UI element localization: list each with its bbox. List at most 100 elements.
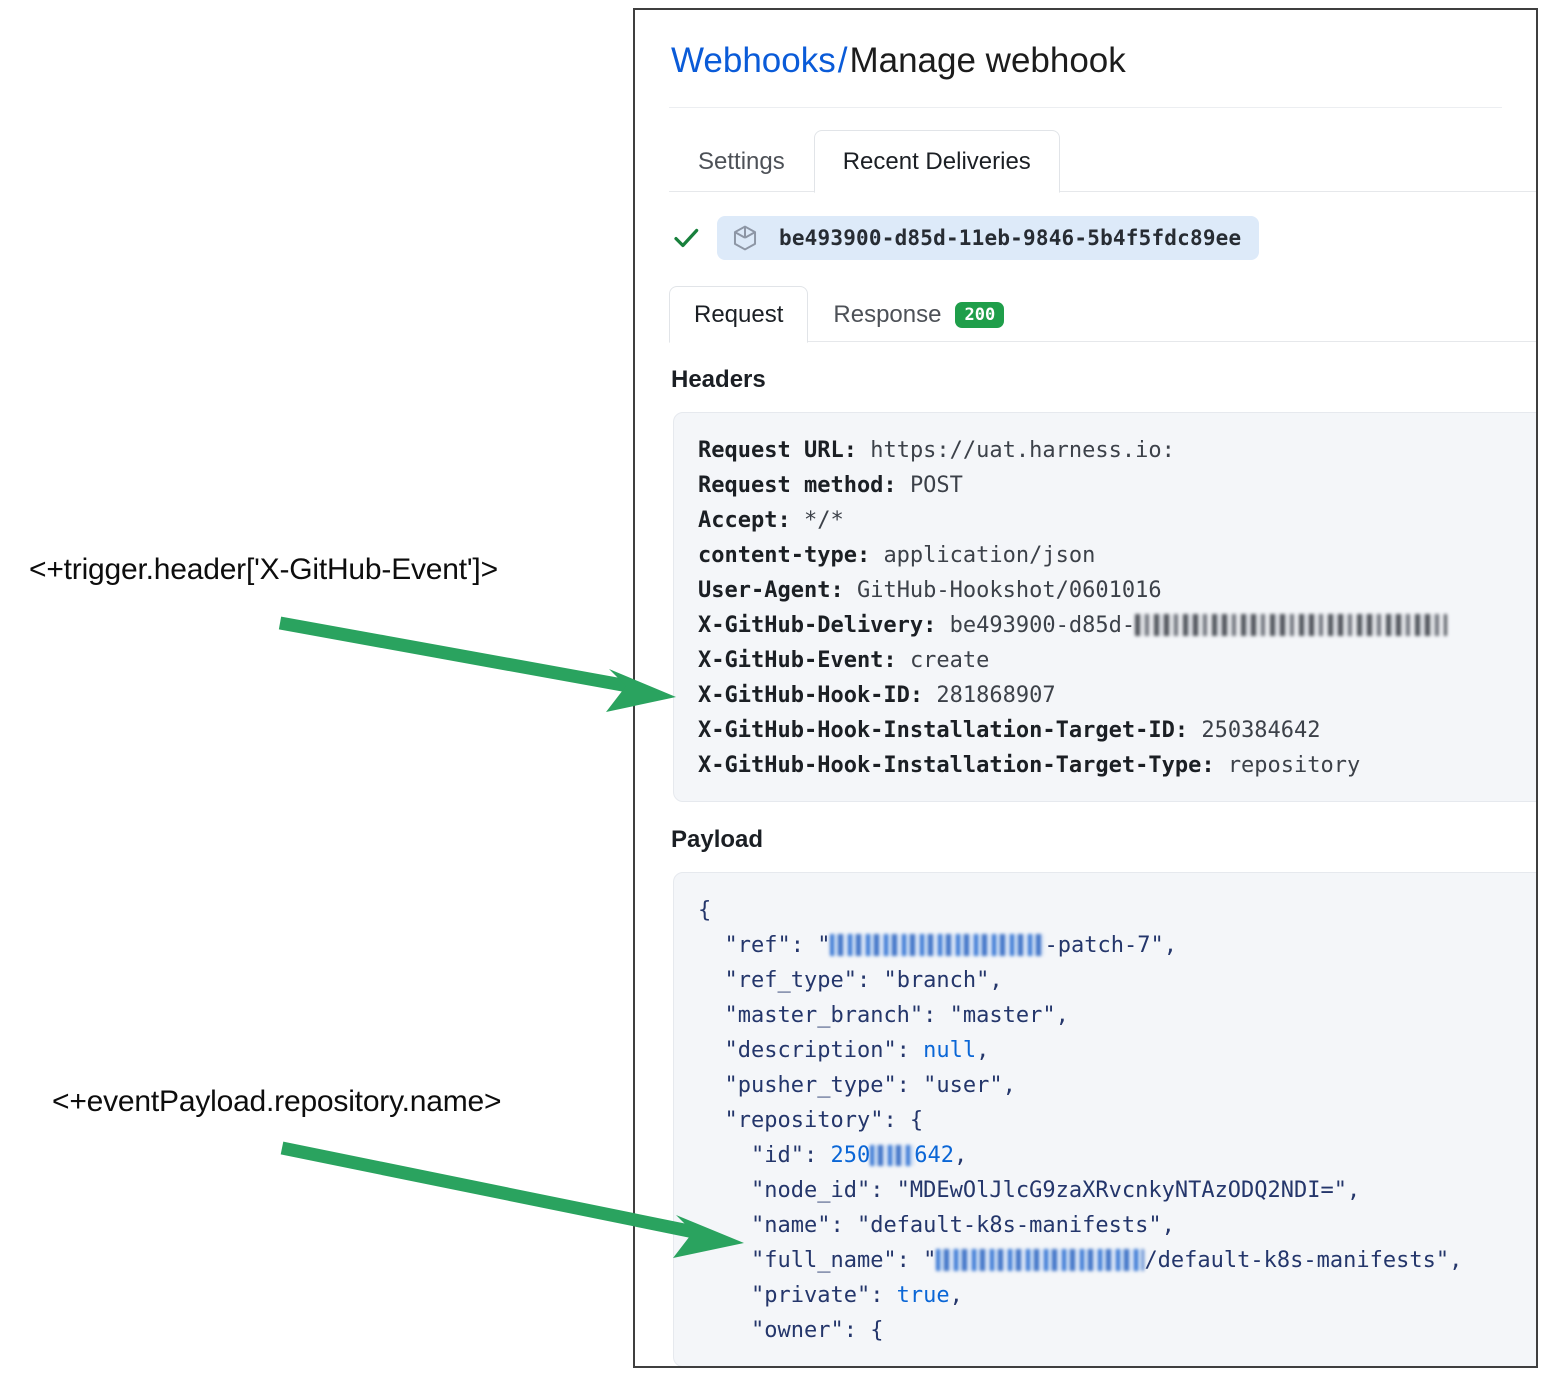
header-value: 281868907 bbox=[936, 683, 1056, 708]
header-line: X-GitHub-Hook-Installation-Target-ID: 25… bbox=[698, 713, 1536, 748]
header-value: application/json bbox=[883, 543, 1096, 568]
payload-key: "full_name": bbox=[750, 1248, 910, 1273]
header-value: 250384642 bbox=[1201, 718, 1321, 743]
annotation-label-event-payload: <+eventPayload.repository.name> bbox=[52, 1085, 502, 1118]
tab-request[interactable]: Request bbox=[669, 286, 809, 343]
payload-literal: null bbox=[909, 1038, 977, 1063]
payload-line: { bbox=[698, 893, 1536, 928]
payload-literal: 642 bbox=[914, 1143, 954, 1168]
payload-key: "repository": bbox=[724, 1108, 897, 1133]
delivery-id-badge[interactable]: be493900-d85d-11eb-9846-5b4f5fdc89ee bbox=[717, 216, 1260, 260]
payload-line: "master_branch": "master", bbox=[698, 998, 1536, 1033]
payload-text: , bbox=[949, 1283, 963, 1308]
payload-key: "description": bbox=[724, 1038, 910, 1063]
payload-value: "default-k8s-manifests", bbox=[843, 1213, 1175, 1238]
payload-line: "description": null, bbox=[698, 1033, 1536, 1068]
header-line: content-type: application/json bbox=[698, 538, 1536, 573]
redacted-owner-name bbox=[936, 1249, 1145, 1271]
payload-line: "ref_type": "branch", bbox=[698, 963, 1536, 998]
header-key: content-type: bbox=[698, 543, 871, 568]
header-key: X-GitHub-Hook-Installation-Target-ID: bbox=[698, 718, 1189, 743]
payload-value: "master", bbox=[936, 1003, 1069, 1028]
delivery-id-text: be493900-d85d-11eb-9846-5b4f5fdc89ee bbox=[779, 226, 1242, 250]
payload-key: "node_id": bbox=[750, 1178, 884, 1203]
payload-key: "id": bbox=[750, 1143, 818, 1168]
main-tabs: Settings Recent Deliveries bbox=[669, 130, 1536, 193]
payload-key: "ref_type": bbox=[724, 968, 871, 993]
header-value: create bbox=[909, 648, 990, 673]
payload-key: "private": bbox=[750, 1283, 884, 1308]
payload-line: "pusher_type": "user", bbox=[698, 1068, 1536, 1103]
header-line: Accept: */* bbox=[698, 503, 1536, 538]
status-badge: 200 bbox=[955, 302, 1005, 328]
payload-value: { bbox=[856, 1318, 884, 1343]
payload-key: "name": bbox=[750, 1213, 844, 1238]
header-key: Request method: bbox=[698, 473, 897, 498]
header-value: POST bbox=[909, 473, 963, 498]
tab-response-label: Response bbox=[833, 301, 942, 328]
payload-literal: 250 bbox=[817, 1143, 871, 1168]
header-line: Request URL: https://uat.harness.io: bbox=[698, 433, 1536, 468]
header-line: X-GitHub-Hook-ID: 281868907 bbox=[698, 678, 1536, 713]
breadcrumb-separator: / bbox=[837, 41, 848, 80]
payload-value: "MDEwOlJlcG9zaXRvcnkyNTAzODQ2NDI=", bbox=[883, 1178, 1361, 1203]
breadcrumb-link-webhooks[interactable]: Webhooks bbox=[671, 41, 836, 80]
payload-section-title: Payload bbox=[671, 826, 764, 853]
payload-text: , bbox=[976, 1038, 990, 1063]
payload-line: "private": true, bbox=[698, 1278, 1536, 1313]
payload-code-box: { "ref": " -patch-7", "ref_type": "branch… bbox=[673, 872, 1536, 1366]
header-key: User-Agent: bbox=[698, 578, 844, 603]
payload-line-fullname: "full_name": " /default-k8s-manifests", bbox=[698, 1243, 1536, 1278]
headers-section-title: Headers bbox=[671, 366, 766, 393]
page-title: Manage webhook bbox=[849, 41, 1126, 80]
payload-value: "branch", bbox=[870, 968, 1003, 993]
payload-key: "owner": bbox=[750, 1318, 857, 1343]
annotation-label-trigger-header: <+trigger.header['X-GitHub-Event']> bbox=[29, 553, 498, 586]
tab-settings[interactable]: Settings bbox=[698, 148, 785, 175]
header-key: X-GitHub-Hook-Installation-Target-Type: bbox=[698, 753, 1215, 778]
header-key: X-GitHub-Event: bbox=[698, 648, 897, 673]
payload-text: , bbox=[953, 1143, 968, 1168]
delivery-row[interactable]: be493900-d85d-11eb-9846-5b4f5fdc89ee bbox=[671, 216, 1536, 260]
cube-icon bbox=[733, 225, 757, 251]
payload-line: "repository": { bbox=[698, 1103, 1536, 1138]
panel-content: Webhooks/Manage webhook Settings Recent … bbox=[635, 10, 1536, 1366]
header-key: X-GitHub-Delivery: bbox=[698, 613, 937, 638]
heading-divider bbox=[669, 107, 1502, 108]
redacted-repo-id bbox=[870, 1145, 915, 1166]
breadcrumb: Webhooks/Manage webhook bbox=[671, 40, 1536, 82]
payload-value: { bbox=[896, 1108, 924, 1133]
payload-line-id: "id": 250 642, bbox=[698, 1138, 1536, 1173]
headers-code-box: Request URL: https://uat.harness.io: Req… bbox=[673, 412, 1536, 802]
header-value: be493900-d85d- bbox=[949, 613, 1136, 638]
header-line: X-GitHub-Hook-Installation-Target-Type: … bbox=[698, 748, 1536, 783]
annotation-arrow-1 bbox=[278, 616, 676, 712]
header-key: X-GitHub-Hook-ID: bbox=[698, 683, 924, 708]
tab-response[interactable]: Response 200 bbox=[808, 286, 1029, 342]
payload-key: "ref": bbox=[724, 933, 804, 958]
payload-line-name: "name": "default-k8s-manifests", bbox=[698, 1208, 1536, 1243]
header-key: Accept: bbox=[698, 508, 791, 533]
redacted-ref-owner bbox=[830, 934, 1045, 956]
redacted-delivery-suffix bbox=[1135, 614, 1448, 636]
payload-line-ref: "ref": " -patch-7", bbox=[698, 928, 1536, 963]
header-line: User-Agent: GitHub-Hookshot/0601016 bbox=[698, 573, 1536, 608]
payload-literal: true bbox=[883, 1283, 950, 1308]
payload-quote: " bbox=[909, 1248, 937, 1273]
payload-text: /default-k8s-manifests", bbox=[1144, 1248, 1463, 1273]
request-response-tabs: Request Response 200 bbox=[669, 282, 1536, 343]
check-icon bbox=[674, 228, 699, 248]
payload-quote: " bbox=[803, 933, 831, 958]
payload-line: "owner": { bbox=[698, 1313, 1536, 1348]
payload-value: "user", bbox=[909, 1073, 1016, 1098]
payload-text: -patch-7", bbox=[1044, 933, 1177, 958]
subtabs-underline bbox=[669, 341, 1536, 342]
header-key: Request URL: bbox=[698, 438, 857, 463]
header-line: Request method: POST bbox=[698, 468, 1536, 503]
header-value: GitHub-Hookshot/0601016 bbox=[856, 578, 1162, 603]
tab-recent-deliveries[interactable]: Recent Deliveries bbox=[813, 130, 1060, 193]
header-value: */* bbox=[803, 508, 844, 533]
payload-line: "node_id": "MDEwOlJlcG9zaXRvcnkyNTAzODQ2… bbox=[698, 1173, 1536, 1208]
main-tabs-underline bbox=[669, 191, 1536, 192]
header-value: https://uat.harness.io: bbox=[870, 438, 1175, 463]
